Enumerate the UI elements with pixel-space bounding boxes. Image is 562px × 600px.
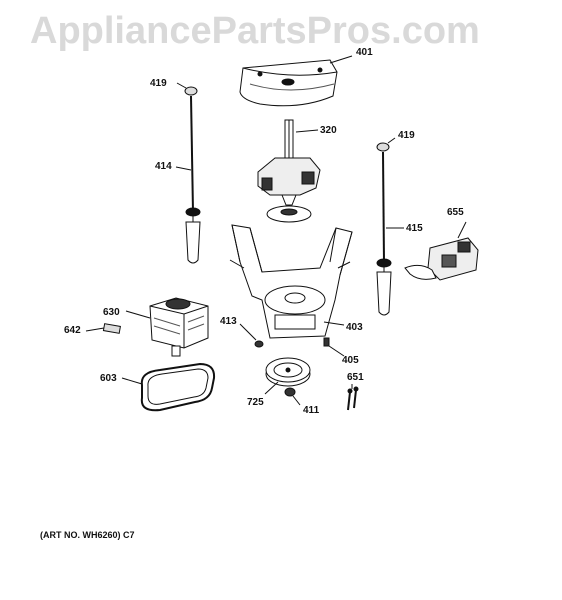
- part-655-pump: [404, 221, 479, 281]
- part-414-rod: [175, 95, 201, 264]
- callout-414: 414: [155, 161, 172, 172]
- part-419-left-cap: [176, 82, 198, 96]
- callout-630: 630: [103, 307, 120, 318]
- callout-419-right: 419: [398, 130, 415, 141]
- part-413-nut: [239, 323, 264, 348]
- part-603-belt: [121, 362, 216, 412]
- part-320-transmission: [257, 119, 321, 223]
- part-405-bolt: [323, 337, 345, 357]
- part-401-cover: [239, 55, 353, 107]
- part-403-bracket: [229, 224, 353, 339]
- callout-411: 411: [303, 405, 320, 416]
- watermark-text: AppliancePartsPros.com: [30, 10, 480, 52]
- callout-401: 401: [356, 47, 373, 58]
- callout-603: 603: [100, 373, 117, 384]
- part-651-screws: [347, 384, 359, 411]
- callout-403: 403: [346, 322, 363, 333]
- part-630-motor: [125, 297, 209, 357]
- callout-655: 655: [447, 207, 464, 218]
- callout-320: 320: [320, 125, 337, 136]
- callout-413: 413: [220, 316, 237, 327]
- part-411-bearing: [284, 387, 301, 406]
- callout-725: 725: [247, 397, 264, 408]
- callout-415: 415: [406, 223, 423, 234]
- callout-419-left: 419: [150, 78, 167, 89]
- part-415-rod: [376, 151, 404, 316]
- part-725-pulley: [264, 357, 311, 395]
- callout-642: 642: [64, 325, 81, 336]
- callout-405: 405: [342, 355, 359, 366]
- part-642-part: [85, 323, 121, 334]
- part-419-right-cap: [376, 137, 396, 152]
- art-number: (ART NO. WH6260) C7: [40, 530, 135, 540]
- callout-651: 651: [347, 372, 364, 383]
